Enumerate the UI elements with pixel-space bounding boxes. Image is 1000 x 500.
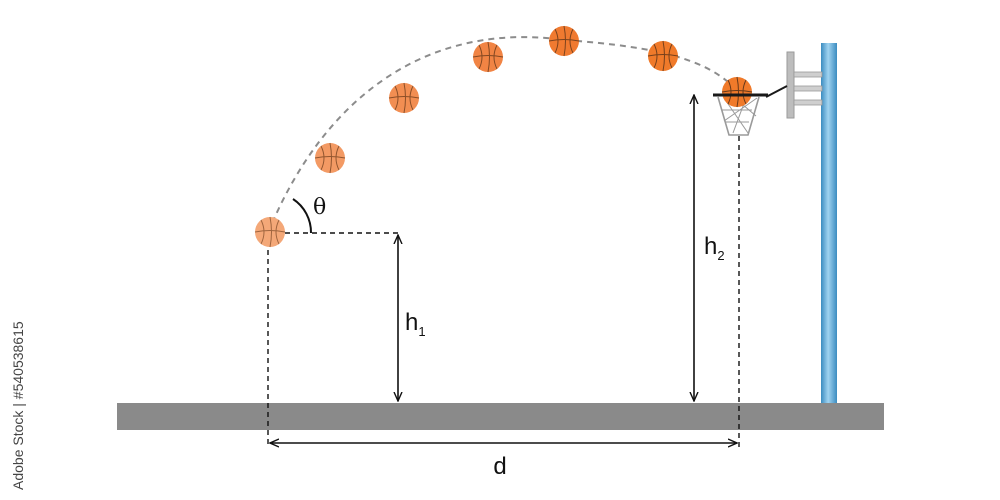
theta-label: θ: [313, 195, 326, 220]
basketball-icon: [254, 216, 286, 248]
h2-label: h2: [704, 233, 725, 263]
launch-angle-arc: [292, 198, 313, 234]
pole-icon: [765, 43, 837, 403]
trajectory-path: [267, 36, 738, 234]
watermark: Adobe Stock | #540538615: [10, 321, 26, 490]
d-label: d: [493, 453, 506, 480]
basketball-icon: [472, 41, 504, 73]
basketball-icon: [647, 40, 679, 72]
h1-label: h1: [405, 309, 426, 339]
watermark-text: Adobe Stock | #540538615: [10, 321, 26, 490]
ground-slab: [117, 403, 884, 430]
basketball-icon: [721, 76, 753, 108]
basketball-icon: [314, 142, 346, 174]
basketball-icon: [388, 82, 420, 114]
basketball-icon: [548, 25, 580, 57]
